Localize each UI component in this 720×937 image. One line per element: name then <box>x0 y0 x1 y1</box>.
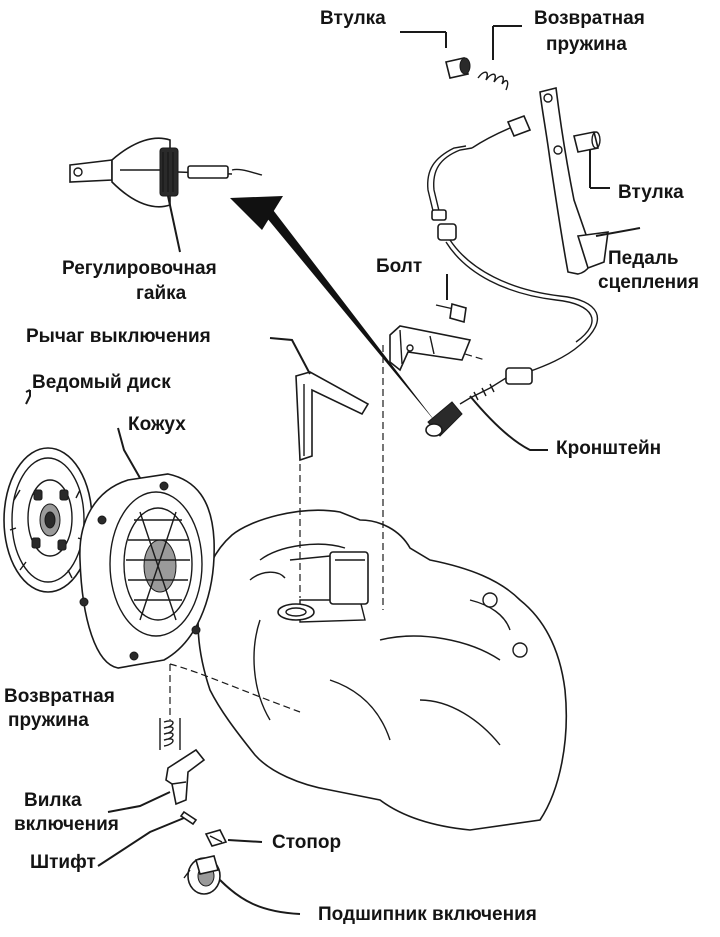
label-return-spring-bottom-line2: пружина <box>8 710 89 731</box>
label-return-spring-top-line1: Возвратная <box>534 8 645 29</box>
bushing-top <box>400 31 471 79</box>
label-clutch-pedal-line1: Педаль <box>608 248 679 269</box>
bolt <box>435 274 467 324</box>
clutch-cable <box>427 114 599 405</box>
label-bracket: Кронштейн <box>556 438 662 459</box>
label-driven-disc: Ведомый диск <box>32 372 171 393</box>
label-fork-line1: Вилка <box>24 790 82 811</box>
label-adjusting-nut-line1: Регулировочная <box>62 258 217 279</box>
label-cover: Кожух <box>128 414 186 435</box>
label-bearing: Подшипник включения <box>318 904 537 925</box>
bracket <box>389 325 548 451</box>
adjusting-nut-assembly <box>69 137 263 253</box>
stopper <box>204 829 263 847</box>
label-bushing-right: Втулка <box>618 182 684 203</box>
label-stopper: Стопор <box>272 832 342 853</box>
label-bushing-top: Втулка <box>320 8 386 29</box>
pin <box>97 810 198 867</box>
label-clutch-pedal-line2: сцепления <box>598 272 699 293</box>
cable-end <box>425 401 463 437</box>
driven-disc <box>3 389 93 593</box>
release-bearing <box>183 855 301 915</box>
label-return-spring-bottom-line1: Возвратная <box>4 686 115 707</box>
label-return-spring-top-line2: пружина <box>546 34 627 55</box>
release-fork <box>107 748 206 813</box>
release-lever <box>269 337 370 462</box>
routing-arrow <box>230 196 438 425</box>
transmission-housing <box>197 509 568 831</box>
label-bolt: Болт <box>376 256 423 277</box>
return-spring-bottom <box>159 718 181 750</box>
return-spring-top <box>477 25 522 91</box>
clutch-cover <box>79 427 215 669</box>
label-release-lever: Рычаг выключения <box>26 326 211 347</box>
label-adjusting-nut-line2: гайка <box>136 283 187 304</box>
label-pin: Штифт <box>30 852 96 873</box>
label-fork-line2: включения <box>14 814 119 835</box>
clutch-pedal <box>539 87 641 275</box>
